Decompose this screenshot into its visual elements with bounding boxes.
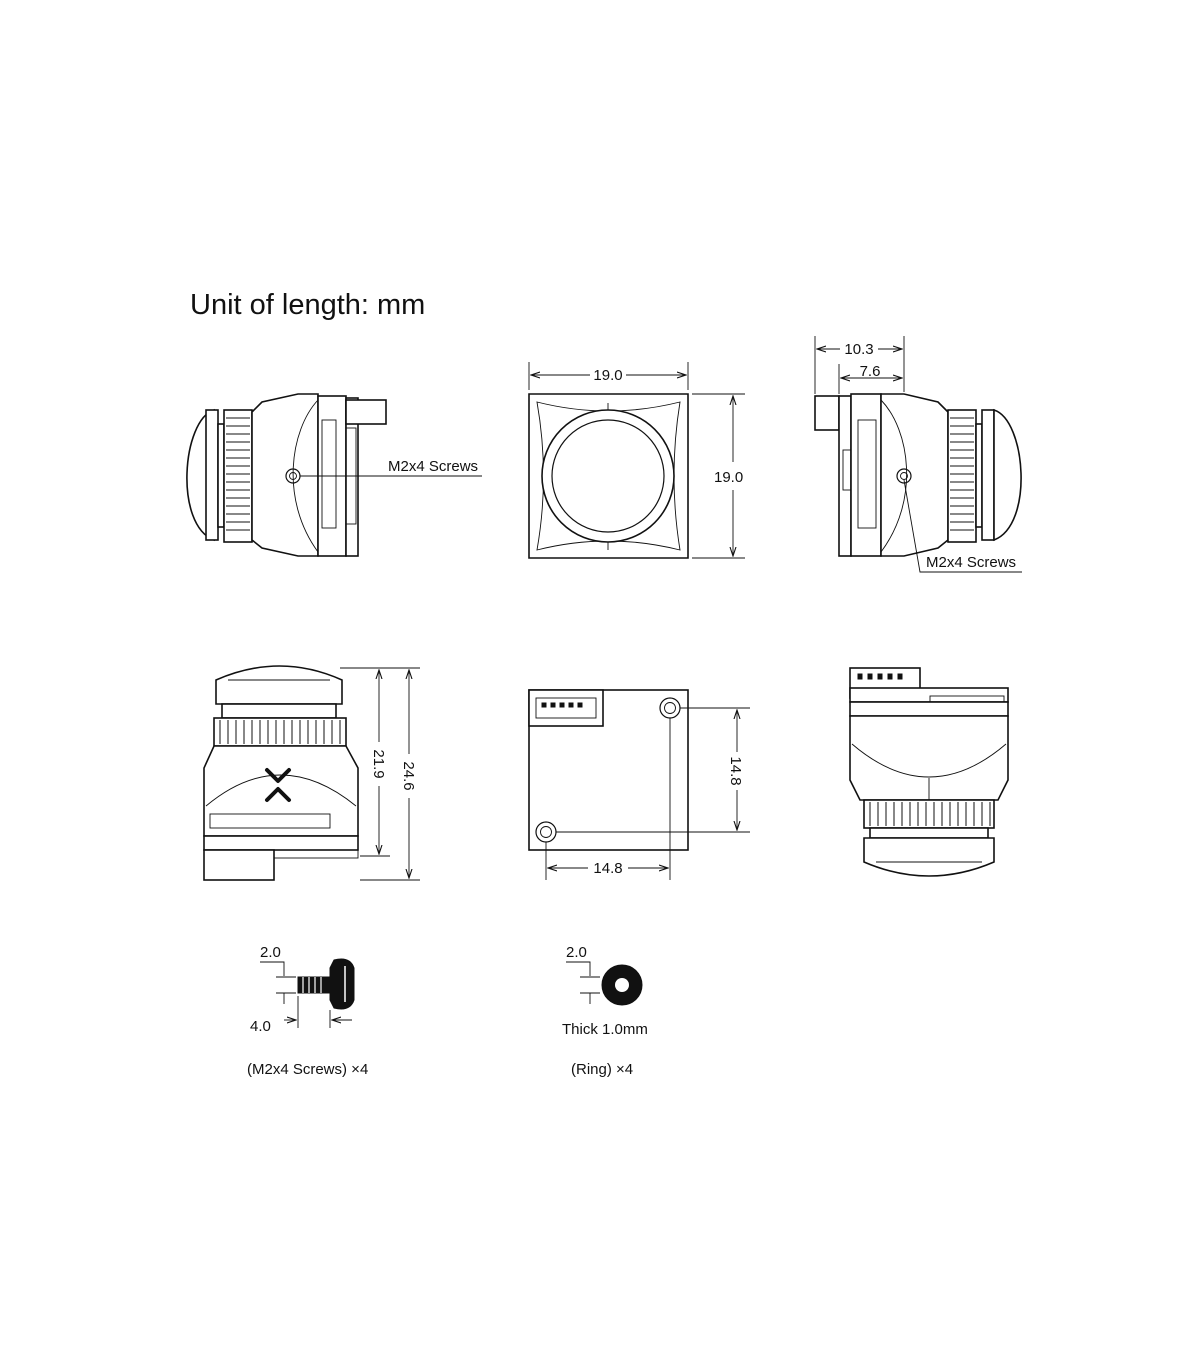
knurl-ribs bbox=[226, 417, 250, 531]
hole-spacing-vertical-dim: 14.8 bbox=[727, 756, 744, 785]
screw-caption: (M2x4 Screws) ×4 bbox=[247, 1061, 368, 1078]
lens-down-view bbox=[849, 667, 1009, 877]
hole-spacing-horizontal-dim: 14.8 bbox=[593, 860, 622, 877]
screw-label-left: M2x4 Screws bbox=[388, 458, 478, 475]
knurl-ribs-front bbox=[219, 720, 341, 744]
side-view-right: 10.3 7.6 M2x4 Screws bbox=[814, 336, 1022, 573]
knurl-ribs-bottom bbox=[869, 802, 991, 826]
screw-part: 2.0 4.0 (M2x4 Screws) ×4 bbox=[247, 944, 368, 1078]
depth-board-dim: 7.6 bbox=[860, 363, 881, 380]
height-inner-dim: 21.9 bbox=[370, 749, 387, 778]
side-view-left: M2x4 Screws bbox=[186, 393, 482, 557]
connector-pins bbox=[541, 702, 583, 708]
screw-length-dim: 4.0 bbox=[250, 1018, 271, 1035]
screw-label-right: M2x4 Screws bbox=[926, 554, 1016, 571]
ring-thickness-label: Thick 1.0mm bbox=[562, 1021, 648, 1038]
ring-caption: (Ring) ×4 bbox=[571, 1061, 633, 1078]
height-total-dim: 24.6 bbox=[400, 761, 417, 790]
depth-total-dim: 10.3 bbox=[844, 341, 873, 358]
lens-up-view: 21.9 24.6 bbox=[203, 665, 420, 881]
front-width-dim: 19.0 bbox=[593, 367, 622, 384]
logo-mark bbox=[265, 768, 291, 802]
back-view: 14.8 14.8 bbox=[528, 689, 750, 880]
ring-part: 2.0 Thick 1.0mm (Ring) ×4 bbox=[562, 944, 648, 1078]
front-height-dim: 19.0 bbox=[714, 469, 743, 486]
ring-height-dim: 2.0 bbox=[566, 944, 587, 961]
page-title: Unit of length: mm bbox=[190, 289, 425, 321]
front-view: 19.0 19.0 bbox=[528, 362, 745, 559]
knurl-ribs-right bbox=[950, 417, 974, 531]
screw-head-dim: 2.0 bbox=[260, 944, 281, 961]
connector-pins-top bbox=[857, 673, 903, 680]
